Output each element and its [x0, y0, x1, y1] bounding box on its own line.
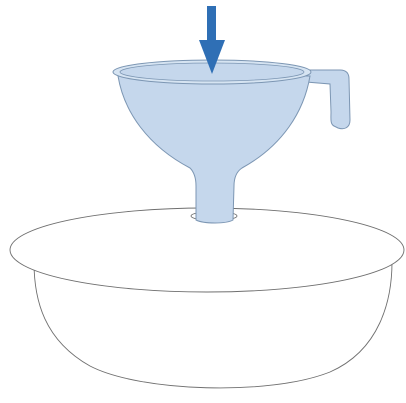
arrow-head	[199, 40, 225, 74]
funnel-handle	[301, 69, 351, 130]
arrow-shaft	[207, 6, 216, 42]
down-arrow-icon	[199, 6, 225, 74]
bowl-body	[33, 261, 393, 389]
bowl-icon	[9, 207, 405, 389]
funnel-cone	[117, 75, 311, 224]
funnel-icon	[112, 59, 351, 224]
